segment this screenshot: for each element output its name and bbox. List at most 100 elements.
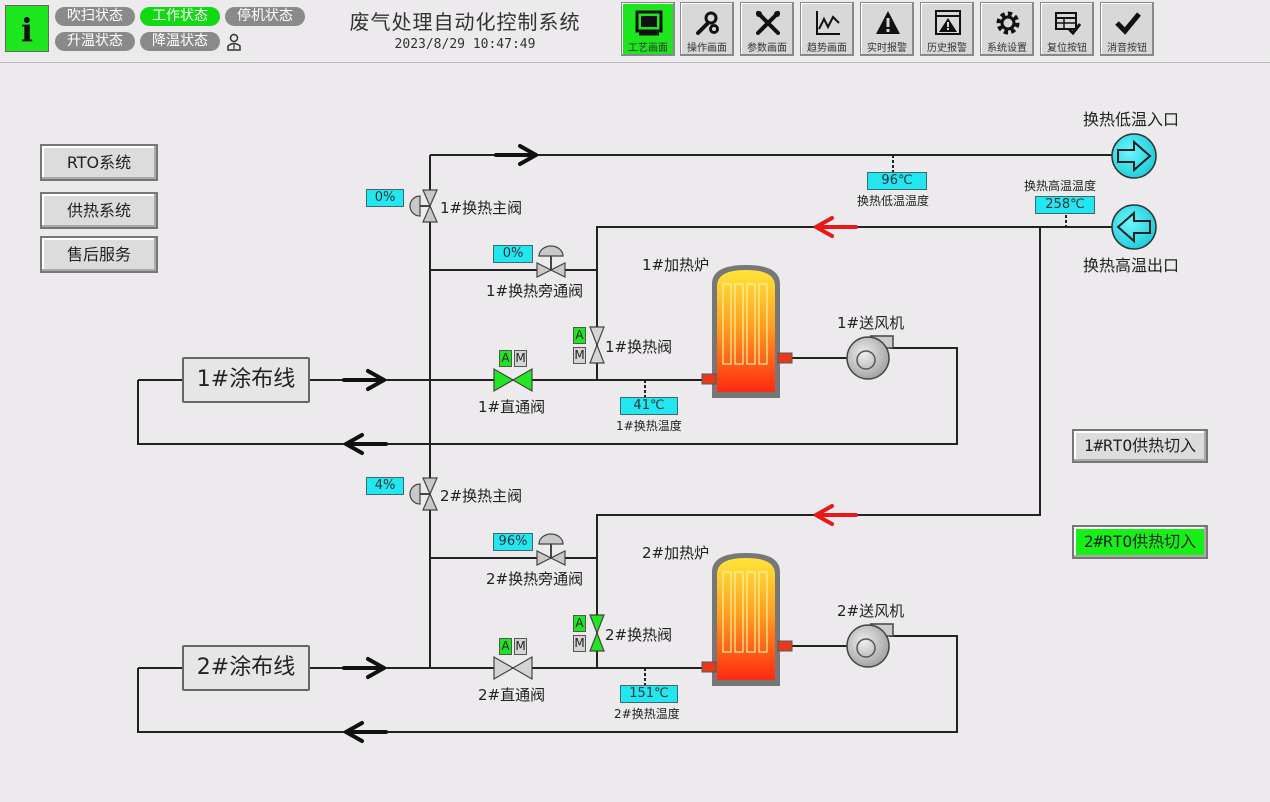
hx-valve-1-auto-indicator[interactable]: A bbox=[573, 327, 586, 344]
outlet-temp-label: 换热高温温度 bbox=[1024, 179, 1097, 193]
flow-arrow-right-icon bbox=[342, 657, 386, 679]
main-valve-1-opening[interactable]: 0% bbox=[366, 189, 404, 207]
gear-icon bbox=[996, 11, 1020, 35]
outlet-label: 换热高温出口 bbox=[1083, 256, 1180, 275]
nav-system-settings[interactable]: 系统设置 bbox=[980, 2, 1034, 56]
inlet-label: 换热低温入口 bbox=[1083, 110, 1180, 129]
direct-valve-1-label: 1#直通阀 bbox=[478, 398, 546, 416]
hx-valve-2-auto-indicator[interactable]: A bbox=[573, 615, 586, 632]
tools-icon bbox=[756, 11, 780, 35]
heat-supply-button[interactable]: 供热系统 bbox=[40, 192, 158, 229]
nav-label: 消音按钮 bbox=[1107, 43, 1147, 54]
furnace-2-icon bbox=[701, 553, 793, 686]
direct-valve-1-auto-indicator[interactable]: A bbox=[499, 350, 512, 367]
nav-label: 趋势画面 bbox=[807, 43, 847, 54]
main-valve-1-label: 1#换热主阀 bbox=[440, 199, 523, 217]
main-valve-2-opening[interactable]: 4% bbox=[366, 477, 404, 495]
header-bar: i 吹扫状态 工作状态 停机状态 升温状态 降温状态 废气处理自动化控制系统 2… bbox=[0, 0, 1270, 63]
nav-operation-screen[interactable]: 操作画面 bbox=[680, 2, 734, 56]
nav-label: 实时报警 bbox=[867, 43, 907, 54]
nav-trend-screen[interactable]: 趋势画面 bbox=[800, 2, 854, 56]
info-button[interactable]: i bbox=[5, 5, 49, 52]
inlet-temp-display: 96℃ bbox=[867, 172, 927, 190]
furnace-2-label: 2#加热炉 bbox=[642, 544, 710, 562]
bypass-valve-2-icon bbox=[536, 533, 566, 566]
monitor-icon bbox=[635, 10, 663, 36]
nav-label: 操作画面 bbox=[687, 43, 727, 54]
return-arrow-red-icon bbox=[814, 504, 858, 526]
svg-text:i: i bbox=[21, 11, 33, 49]
outlet-temp-display: 258℃ bbox=[1035, 196, 1095, 214]
reset-table-icon bbox=[1055, 12, 1082, 36]
rto2-heat-switch-button[interactable]: 2#RTO供热切入 bbox=[1072, 525, 1208, 559]
return-arrows bbox=[814, 216, 858, 526]
bypass-valve-2-opening[interactable]: 96% bbox=[493, 533, 533, 551]
status-pill-purge: 吹扫状态 bbox=[55, 7, 135, 26]
direct-valve-1-icon bbox=[493, 367, 533, 393]
hx-valve-1-icon bbox=[589, 326, 605, 364]
flow-arrow-left-icon bbox=[344, 721, 388, 743]
outlet-arrow-icon bbox=[1111, 204, 1157, 250]
wrench-gear-icon bbox=[696, 11, 719, 35]
furnace-1-icon bbox=[701, 265, 793, 398]
fan-1-label: 1#送风机 bbox=[837, 314, 905, 332]
coating-line-2[interactable]: 2#涂布线 bbox=[182, 645, 310, 691]
nav-process-screen[interactable]: 工艺画面 bbox=[621, 2, 675, 56]
nav-reset-button[interactable]: 复位按钮 bbox=[1040, 2, 1094, 56]
nav-silence-button[interactable]: 消音按钮 bbox=[1100, 2, 1154, 56]
return-arrow-red-icon bbox=[814, 216, 858, 238]
nav-history-alarm[interactable]: 历史报警 bbox=[920, 2, 974, 56]
flow-arrows bbox=[342, 144, 538, 743]
nav-label: 参数画面 bbox=[747, 43, 787, 54]
inlet-arrow-icon bbox=[1111, 133, 1157, 179]
nav-realtime-alarm[interactable]: 实时报警 bbox=[860, 2, 914, 56]
rto1-heat-switch-button[interactable]: 1#RTO供热切入 bbox=[1072, 429, 1208, 463]
nav-label: 系统设置 bbox=[987, 43, 1027, 54]
inlet-temp-label: 换热低温温度 bbox=[857, 194, 930, 208]
status-pill-working: 工作状态 bbox=[140, 7, 220, 26]
main-valve-1-icon bbox=[409, 189, 438, 223]
hx-temp-1-display: 41℃ bbox=[620, 397, 678, 415]
nav-label: 复位按钮 bbox=[1047, 43, 1087, 54]
user-icon[interactable] bbox=[226, 33, 242, 51]
trend-chart-icon bbox=[816, 11, 840, 35]
nav-label: 工艺画面 bbox=[628, 43, 668, 54]
warning-icon bbox=[876, 11, 900, 34]
bypass-valve-1-icon bbox=[536, 245, 566, 278]
flow-arrow-right-icon bbox=[494, 144, 538, 166]
hx-temp-1-label: 1#换热温度 bbox=[616, 419, 682, 433]
direct-valve-2-auto-indicator[interactable]: A bbox=[499, 638, 512, 655]
nav-label: 历史报警 bbox=[927, 43, 967, 54]
flow-arrow-right-icon bbox=[342, 369, 386, 391]
hx-valve-1-manual-indicator[interactable]: M bbox=[573, 347, 586, 364]
hx-temp-2-label: 2#换热温度 bbox=[614, 707, 680, 721]
status-pill-stopped: 停机状态 bbox=[225, 7, 305, 26]
direct-valve-2-icon bbox=[493, 655, 533, 681]
hx-valve-2-label: 2#换热阀 bbox=[605, 626, 673, 644]
fan-2-icon bbox=[846, 623, 894, 668]
hx-valve-2-icon bbox=[589, 614, 605, 652]
bypass-valve-2-label: 2#换热旁通阀 bbox=[486, 570, 584, 588]
main-valve-2-label: 2#换热主阀 bbox=[440, 487, 523, 505]
checkmark-icon bbox=[1115, 12, 1141, 35]
direct-valve-2-manual-indicator[interactable]: M bbox=[514, 638, 527, 655]
direct-valve-1-manual-indicator[interactable]: M bbox=[514, 350, 527, 367]
datetime-display: 2023/8/29 10:47:49 bbox=[394, 37, 536, 52]
main-valve-2-icon bbox=[409, 477, 438, 511]
rto-system-button[interactable]: RTO系统 bbox=[40, 144, 158, 181]
bypass-valve-1-opening[interactable]: 0% bbox=[493, 245, 533, 263]
coating-line-1[interactable]: 1#涂布线 bbox=[182, 357, 310, 403]
hx-temp-2-display: 151℃ bbox=[620, 685, 678, 703]
bypass-valve-1-label: 1#换热旁通阀 bbox=[486, 282, 584, 300]
furnace-1-label: 1#加热炉 bbox=[642, 256, 710, 274]
fan-2-label: 2#送风机 bbox=[837, 602, 905, 620]
status-pill-cooling: 降温状态 bbox=[140, 32, 220, 51]
alarm-history-icon bbox=[935, 10, 961, 35]
hx-valve-2-manual-indicator[interactable]: M bbox=[573, 635, 586, 652]
after-sales-button[interactable]: 售后服务 bbox=[40, 236, 158, 273]
direct-valve-2-label: 2#直通阀 bbox=[478, 686, 546, 704]
flow-arrow-left-icon bbox=[344, 433, 388, 455]
hx-valve-1-label: 1#换热阀 bbox=[605, 338, 673, 356]
nav-parameter-screen[interactable]: 参数画面 bbox=[740, 2, 794, 56]
